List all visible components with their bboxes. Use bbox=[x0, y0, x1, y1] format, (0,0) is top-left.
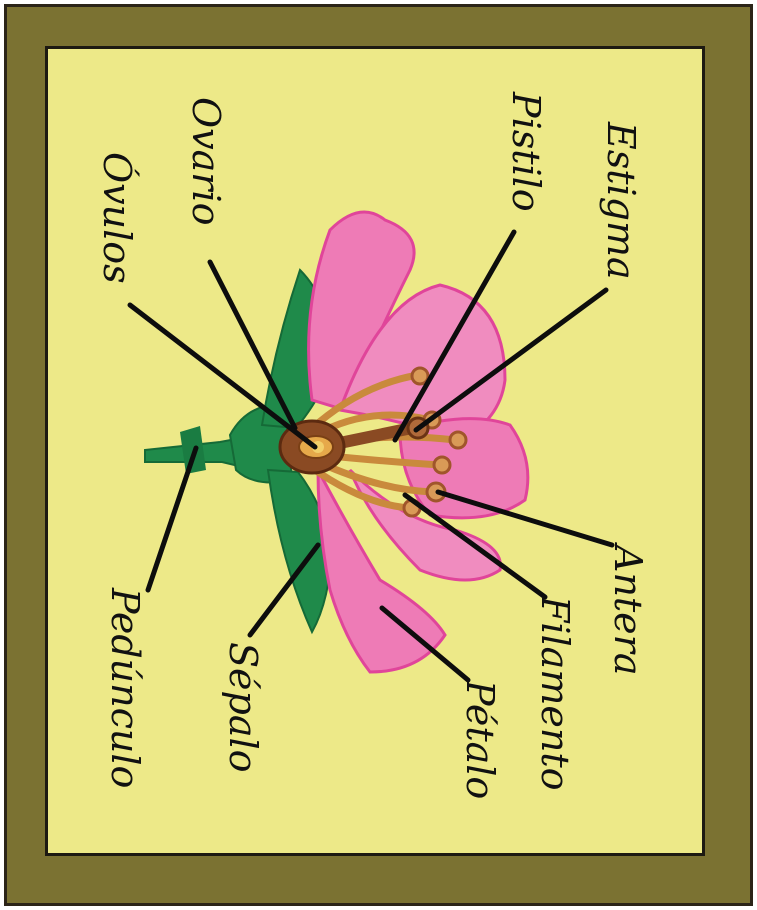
labels: Estigma Pistilo Ovario Óvulos Antera Fil… bbox=[95, 91, 650, 799]
label-petalo: Pétalo bbox=[458, 679, 502, 799]
label-pedunculo: Pedúnculo bbox=[103, 587, 147, 788]
label-pistilo: Pistilo bbox=[504, 91, 548, 212]
label-ovario: Ovario bbox=[184, 97, 228, 225]
label-filamento: Filamento bbox=[533, 595, 577, 790]
flower-illustration bbox=[145, 212, 528, 672]
label-antera: Antera bbox=[606, 542, 650, 676]
label-sepalo: Sépalo bbox=[221, 642, 265, 773]
label-ovulos: Óvulos bbox=[95, 152, 139, 284]
label-estigma: Estigma bbox=[599, 121, 643, 280]
leader-pedunculo bbox=[148, 448, 196, 590]
